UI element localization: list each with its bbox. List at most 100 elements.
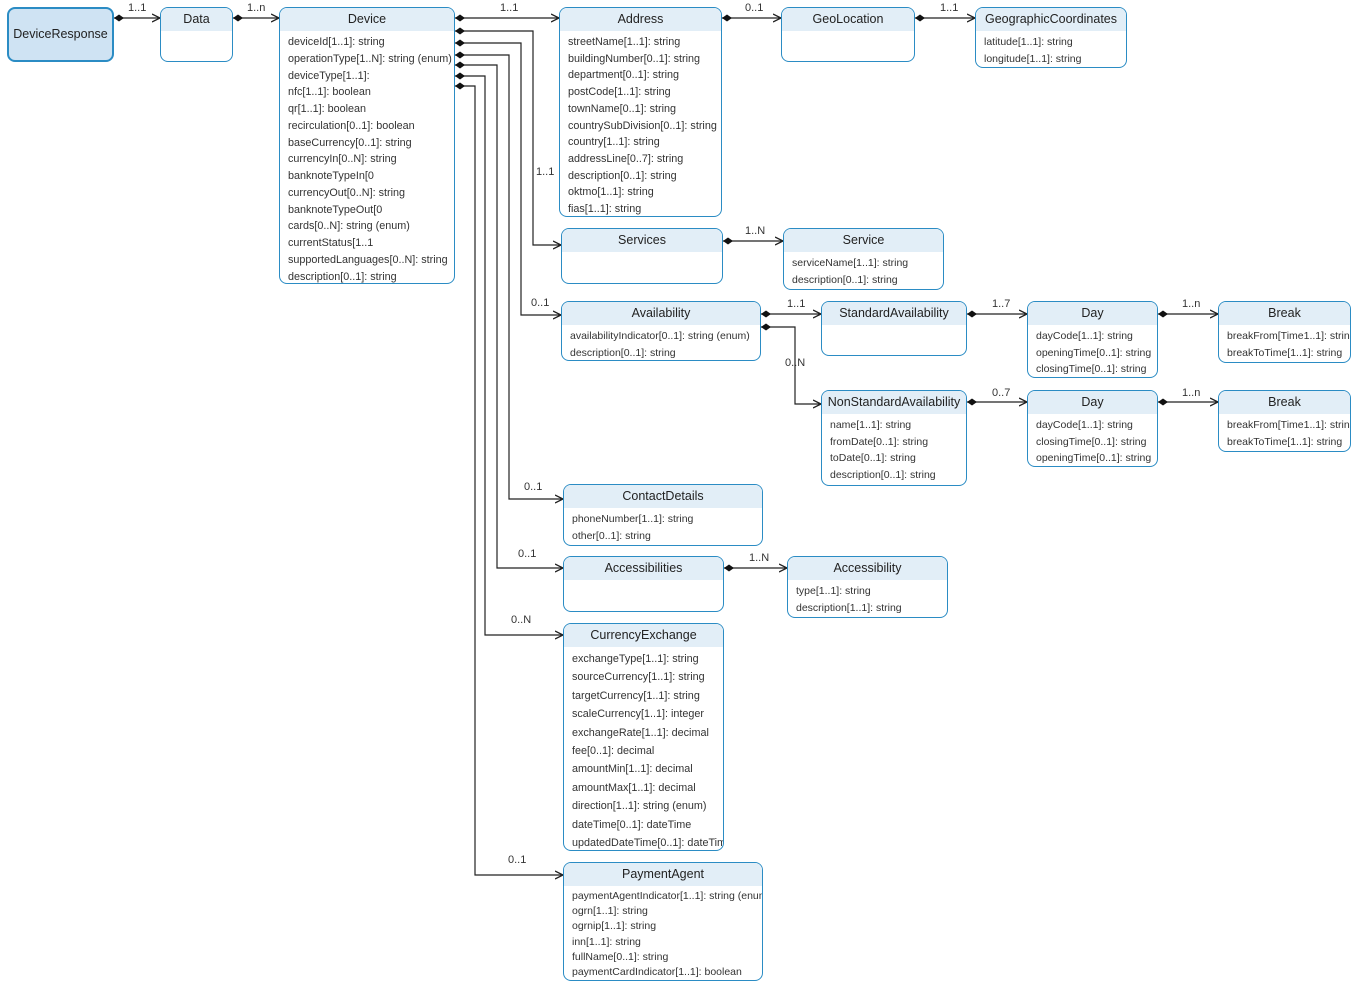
entity-field: closingTime[0..1]: string: [1036, 435, 1147, 448]
entity-field: openingTime[0..1]: string: [1036, 452, 1152, 465]
entity-field: department[0..1]: string: [568, 69, 680, 82]
entity-field: targetCurrency[1..1]: string: [572, 689, 700, 702]
entity-field: scaleCurrency[1..1]: integer: [572, 708, 705, 721]
entity-field: operationType[1..N]: string (enum): [288, 52, 452, 65]
relation-device-response-to-data: [114, 15, 160, 22]
composition-diamond: [455, 14, 465, 22]
multiplicity-label: 0..1: [518, 548, 537, 560]
entity-field: fullName[0..1]: string: [572, 950, 669, 963]
entity-field: openingTime[0..1]: string: [1036, 346, 1152, 359]
entity-title: GeographicCoordinates: [976, 8, 1126, 31]
entity-field: longitude[1..1]: string: [984, 52, 1082, 65]
entity-title: Device: [280, 8, 454, 31]
composition-diamond: [915, 14, 925, 22]
relation-day2-to-break2: [1158, 399, 1218, 406]
entity-data: Data: [160, 7, 233, 62]
entity-field: description[0..1]: string: [830, 469, 936, 482]
entity-title: GeoLocation: [782, 8, 914, 31]
composition-diamond: [967, 398, 977, 406]
entity-title: Service: [784, 229, 943, 252]
entity-field: exchangeType[1..1]: string: [572, 653, 699, 665]
entity-field: sourceCurrency[1..1]: string: [572, 671, 705, 684]
composition-diamond: [724, 564, 734, 572]
entity-title: CurrencyExchange: [564, 624, 723, 647]
multiplicity-label: 0..1: [508, 854, 527, 866]
entity-field: qr[1..1]: boolean: [288, 103, 367, 115]
multiplicity-label: 1..N: [749, 552, 770, 564]
relation-device-to-contact: [455, 51, 563, 500]
composition-diamond: [455, 61, 465, 69]
composition-diamond: [455, 39, 465, 47]
multiplicity-label: 0..1: [531, 297, 550, 309]
relation-line: [761, 326, 821, 404]
composition-diamond: [723, 237, 733, 245]
entity-field: description[0..1]: string: [288, 270, 397, 283]
entity-field: breakToTime[1..1]: string: [1227, 346, 1343, 359]
composition-diamond: [455, 72, 465, 80]
relation-device-to-address: [455, 15, 559, 22]
relation-availability-to-std-avail: [761, 311, 821, 318]
composition-diamond: [114, 14, 124, 22]
entity-field: nfc[1..1]: boolean: [288, 86, 371, 99]
entity-fields: dayCode[1..1]: string openingTime[0..1]: …: [1028, 325, 1157, 377]
composition-diamond: [722, 14, 732, 22]
entity-nonstd-avail: NonStandardAvailability name[1..1]: strin…: [821, 390, 967, 486]
entity-field: closingTime[0..1]: string: [1036, 363, 1147, 376]
entity-field: banknoteTypeOut[0: [288, 203, 383, 216]
entity-field: streetName[1..1]: string: [568, 36, 681, 48]
entity-field: buildingNumber[0..1]: string: [568, 52, 701, 65]
entity-field: direction[1..1]: string (enum): [572, 800, 707, 813]
entity-field: addressLine[0..7]: string: [568, 152, 684, 165]
entity-field: currencyIn[0..N]: string: [288, 153, 397, 166]
multiplicity-label: 0..N: [785, 357, 806, 369]
composition-diamond: [455, 27, 465, 35]
entity-title: NonStandardAvailability: [822, 391, 966, 414]
relation-line: [455, 75, 563, 635]
composition-diamond: [1158, 310, 1168, 318]
entity-title: Break: [1219, 302, 1350, 325]
relation-device-to-currency: [455, 72, 563, 636]
multiplicity-label: 1..7: [992, 298, 1011, 310]
entity-field: ogrn[1..1]: string: [572, 905, 648, 918]
entity-title: Break: [1219, 391, 1350, 414]
entity-field: postCode[1..1]: string: [568, 86, 671, 99]
entity-field: country[1..1]: string: [568, 136, 660, 149]
entity-field: deviceType[1..1]:: [288, 69, 370, 82]
entity-field: description[0..1]: string: [568, 169, 677, 182]
entity-field: oktmo[1..1]: string: [568, 186, 654, 199]
entity-field: ogrnip[1..1]: string: [572, 920, 657, 933]
entity-field: name[1..1]: string: [830, 419, 912, 431]
multiplicity-label: 1..1: [536, 166, 555, 178]
entity-field: toDate[0..1]: string: [830, 452, 916, 465]
entity-field: latitude[1..1]: string: [984, 36, 1073, 48]
entity-title: DeviceResponse: [13, 27, 108, 41]
entity-std-avail: StandardAvailability: [821, 301, 967, 356]
relation-line: [455, 30, 561, 245]
relation-availability-to-nonstd-avail: [761, 323, 821, 405]
entity-field: breakToTime[1..1]: string: [1227, 435, 1343, 448]
composition-diamond: [233, 14, 243, 22]
entity-field: dayCode[1..1]: string: [1036, 330, 1133, 342]
relation-address-to-geolocation: [722, 15, 781, 22]
entity-field: breakFrom[Time1..1]: string: [1227, 330, 1351, 342]
entity-title: Availability: [562, 302, 760, 325]
multiplicity-label: 1..N: [745, 225, 766, 237]
multiplicity-label: 1..n: [1182, 387, 1201, 399]
entity-services: Services: [561, 228, 723, 284]
composition-diamond: [455, 51, 465, 59]
relation-device-to-services: [455, 27, 561, 246]
entity-field: baseCurrency[0..1]: string: [288, 136, 412, 149]
entity-fields: availabilityIndicator[0..1]: string (enu…: [562, 325, 760, 360]
multiplicity-label: 1..1: [500, 2, 519, 14]
entity-title: ContactDetails: [564, 485, 762, 508]
entity-fields: latitude[1..1]: string longitude[1..1]: s…: [976, 31, 1126, 67]
multiplicity-label: 1..1: [128, 2, 147, 14]
